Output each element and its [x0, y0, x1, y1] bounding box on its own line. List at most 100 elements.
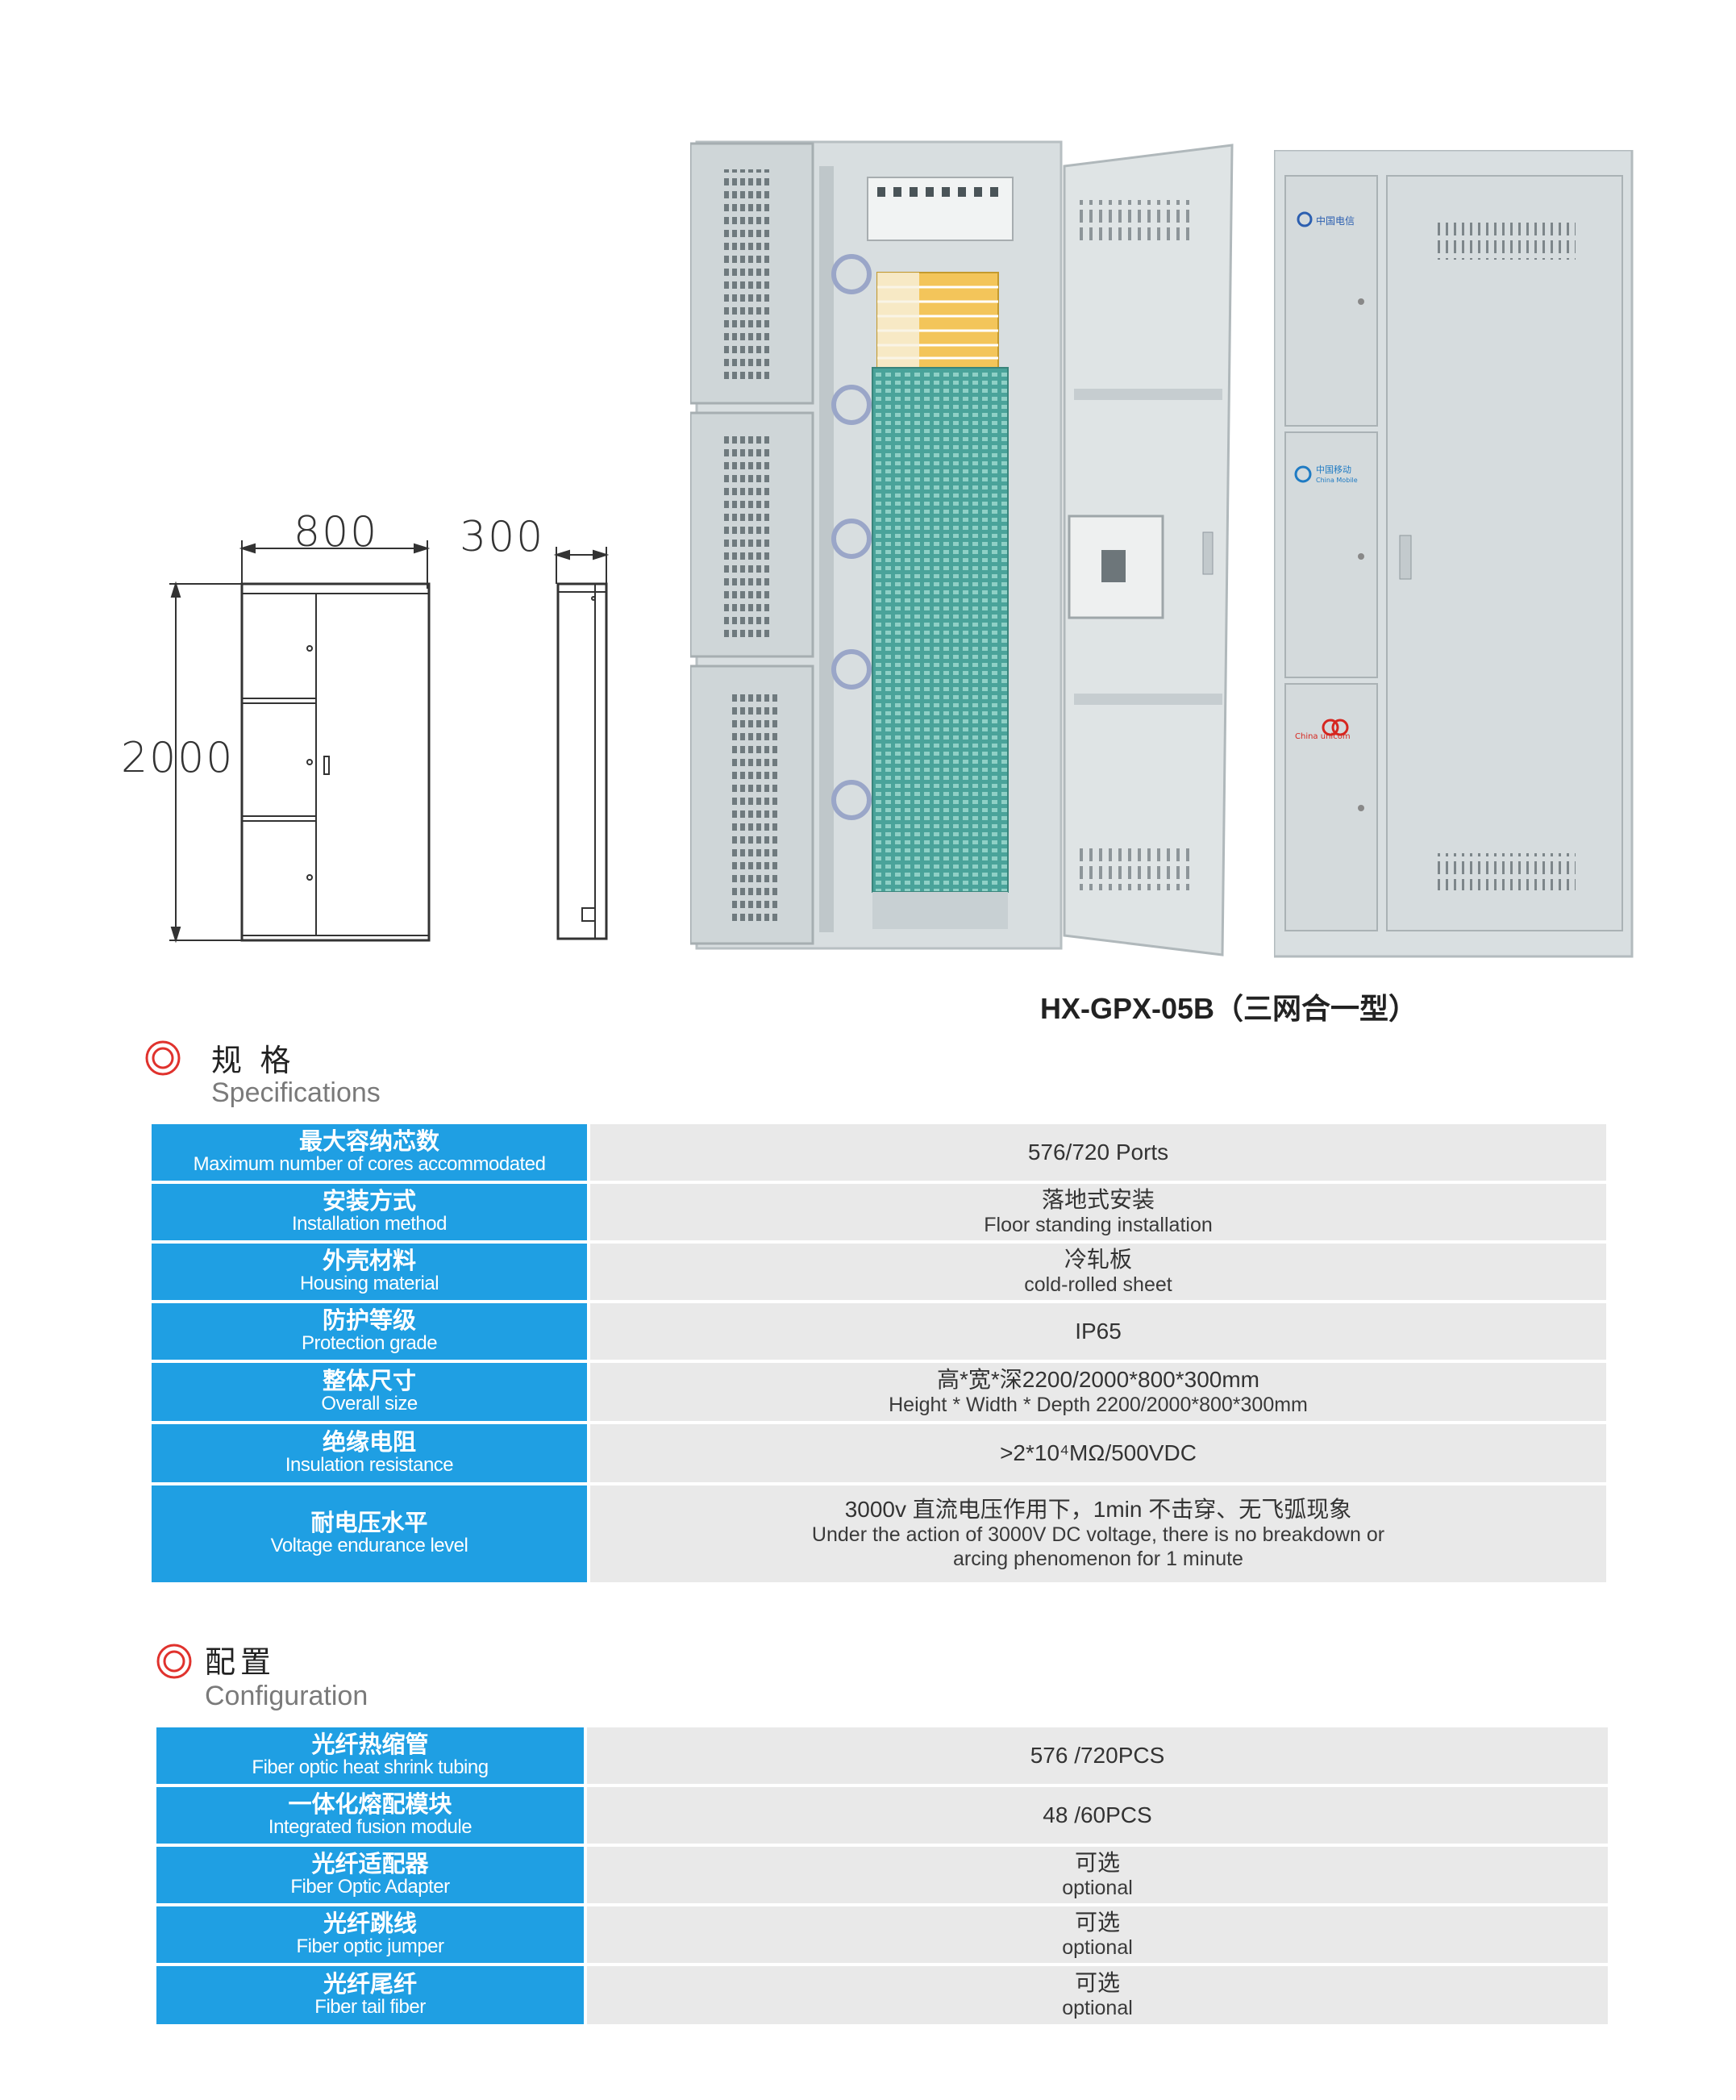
label-en: Insulation resistance	[285, 1454, 454, 1476]
label-en: Maximum number of cores accommodated	[193, 1153, 546, 1175]
table-row: 安装方式 Installation method 落地式安装 Floor sta…	[152, 1184, 1606, 1240]
row-label: 耐电压水平 Voltage endurance level	[152, 1485, 587, 1582]
value-line-1: 576/720 Ports	[1027, 1140, 1169, 1165]
specifications-heading-en: Specifications	[211, 1077, 381, 1108]
mobile-logo-en: China Mobile	[1316, 477, 1358, 484]
table-row: 外壳材料 Housing material 冷轧板 cold-rolled sh…	[152, 1244, 1606, 1300]
row-label: 一体化熔配模块 Integrated fusion module	[156, 1787, 584, 1844]
value-line-2: optional	[1062, 1997, 1133, 2019]
row-label: 最大容纳芯数 Maximum number of cores accommoda…	[152, 1124, 587, 1181]
width-dimension-label: 800	[293, 508, 379, 556]
product-caption: HX-GPX-05B（三网合一型）	[1040, 992, 1418, 1025]
value-line-1: 可选	[1074, 1910, 1120, 1935]
label-en: Overall size	[321, 1393, 418, 1415]
row-label: 整体尺寸 Overall size	[152, 1363, 587, 1421]
depth-dimension-label: 300	[460, 513, 545, 561]
row-label: 光纤跳线 Fiber optic jumper	[156, 1906, 584, 1963]
height-dimension-label: 2000	[121, 734, 235, 782]
table-row: 整体尺寸 Overall size 高*宽*深2200/2000*800*300…	[152, 1363, 1606, 1421]
label-en: Fiber Optic Adapter	[290, 1876, 450, 1898]
label-en: Fiber optic heat shrink tubing	[252, 1756, 489, 1778]
label-cn: 安装方式	[322, 1189, 416, 1215]
label-cn: 外壳材料	[322, 1248, 416, 1274]
value-line-1: 3000v 直流电压作用下，1min 不击穿、无飞弧现象	[844, 1497, 1352, 1522]
label-en: Fiber tail fiber	[314, 1996, 426, 2018]
configuration-table: 光纤热缩管 Fiber optic heat shrink tubing 576…	[156, 1727, 1608, 2029]
target-icon	[145, 1040, 181, 1076]
value-line-1: 可选	[1074, 1970, 1120, 1995]
value-line-1: 576 /720PCS	[1030, 1743, 1165, 1768]
label-cn: 最大容纳芯数	[298, 1129, 439, 1155]
table-row: 防护等级 Protection grade IP65	[152, 1303, 1606, 1360]
label-cn: 整体尺寸	[322, 1369, 416, 1394]
value-line-1: 可选	[1074, 1850, 1120, 1875]
table-row: 光纤尾纤 Fiber tail fiber 可选 optional	[156, 1966, 1608, 2024]
table-row: 光纤热缩管 Fiber optic heat shrink tubing 576…	[156, 1727, 1608, 1784]
value-line-2: Under the action of 3000V DC voltage, th…	[811, 1523, 1385, 1546]
row-value: >2*10⁴MΩ/500VDC	[590, 1424, 1606, 1482]
label-cn: 防护等级	[322, 1308, 416, 1334]
value-line-2: Height * Width * Depth 2200/2000*800*300…	[889, 1394, 1308, 1416]
row-value: 48 /60PCS	[587, 1787, 1608, 1844]
label-cn: 绝缘电阻	[322, 1430, 416, 1456]
target-icon	[156, 1644, 192, 1679]
value-line-2: optional	[1062, 1877, 1133, 1899]
configuration-heading-cn: 配置	[205, 1646, 277, 1680]
mobile-logo-icon	[1294, 465, 1312, 483]
value-line-1: >2*10⁴MΩ/500VDC	[1000, 1440, 1197, 1465]
label-cn: 光纤尾纤	[323, 1972, 417, 1998]
closed-cabinet-image: 中国电信 中国移动 China Mobile China unicom	[1274, 150, 1634, 958]
value-line-1: IP65	[1075, 1319, 1122, 1344]
label-en: Voltage endurance level	[270, 1535, 468, 1556]
value-line-2: cold-rolled sheet	[1024, 1273, 1172, 1296]
value-line-1: 48 /60PCS	[1043, 1802, 1152, 1827]
value-line-2: optional	[1062, 1936, 1133, 1959]
mobile-logo-text: 中国移动	[1316, 465, 1351, 475]
label-en: Protection grade	[301, 1332, 438, 1354]
row-label: 防护等级 Protection grade	[152, 1303, 587, 1360]
specifications-heading-cn: 规 格	[211, 1044, 296, 1078]
row-label: 光纤尾纤 Fiber tail fiber	[156, 1966, 584, 2024]
table-row: 绝缘电阻 Insulation resistance >2*10⁴MΩ/500V…	[152, 1424, 1606, 1482]
row-value: 落地式安装 Floor standing installation	[590, 1184, 1606, 1240]
value-line-1: 落地式安装	[1041, 1187, 1155, 1212]
row-label: 外壳材料 Housing material	[152, 1244, 587, 1300]
table-row: 光纤跳线 Fiber optic jumper 可选 optional	[156, 1906, 1608, 1963]
value-line-1: 高*宽*深2200/2000*800*300mm	[936, 1367, 1260, 1392]
label-cn: 光纤热缩管	[311, 1732, 429, 1758]
value-line-3: arcing phenomenon for 1 minute	[953, 1548, 1243, 1570]
label-cn: 耐电压水平	[310, 1510, 428, 1536]
table-row: 耐电压水平 Voltage endurance level 3000v 直流电压…	[152, 1485, 1606, 1582]
label-en: Fiber optic jumper	[296, 1935, 444, 1957]
unicom-logo-icon	[1322, 719, 1349, 736]
label-en: Installation method	[292, 1213, 447, 1235]
row-label: 安装方式 Installation method	[152, 1184, 587, 1240]
unicom-logo-text: China unicom	[1295, 732, 1351, 741]
table-row: 光纤适配器 Fiber Optic Adapter 可选 optional	[156, 1847, 1608, 1903]
row-value: 可选 optional	[587, 1847, 1608, 1903]
telecom-logo-icon	[1297, 211, 1313, 227]
row-value: 3000v 直流电压作用下，1min 不击穿、无飞弧现象 Under the a…	[590, 1485, 1606, 1582]
row-value: 可选 optional	[587, 1906, 1608, 1963]
value-line-2: Floor standing installation	[984, 1214, 1213, 1236]
value-line-1: 冷轧板	[1064, 1247, 1132, 1272]
configuration-heading-en: Configuration	[205, 1681, 368, 1711]
row-label: 光纤热缩管 Fiber optic heat shrink tubing	[156, 1727, 584, 1784]
label-en: Housing material	[299, 1273, 439, 1294]
open-cabinet-image	[690, 140, 1234, 956]
row-value: 高*宽*深2200/2000*800*300mm Height * Width …	[590, 1363, 1606, 1421]
label-cn: 光纤跳线	[323, 1911, 417, 1937]
row-value: 576/720 Ports	[590, 1124, 1606, 1181]
label-cn: 光纤适配器	[311, 1852, 429, 1877]
row-value: IP65	[590, 1303, 1606, 1360]
row-label: 绝缘电阻 Insulation resistance	[152, 1424, 587, 1482]
telecom-logo-text: 中国电信	[1316, 215, 1355, 227]
dimension-drawing	[169, 540, 610, 944]
row-value: 可选 optional	[587, 1966, 1608, 2024]
label-en: Integrated fusion module	[268, 1816, 473, 1838]
row-value: 576 /720PCS	[587, 1727, 1608, 1784]
table-row: 最大容纳芯数 Maximum number of cores accommoda…	[152, 1124, 1606, 1181]
specifications-table: 最大容纳芯数 Maximum number of cores accommoda…	[152, 1124, 1606, 1587]
label-cn: 一体化熔配模块	[288, 1792, 452, 1818]
row-value: 冷轧板 cold-rolled sheet	[590, 1244, 1606, 1300]
